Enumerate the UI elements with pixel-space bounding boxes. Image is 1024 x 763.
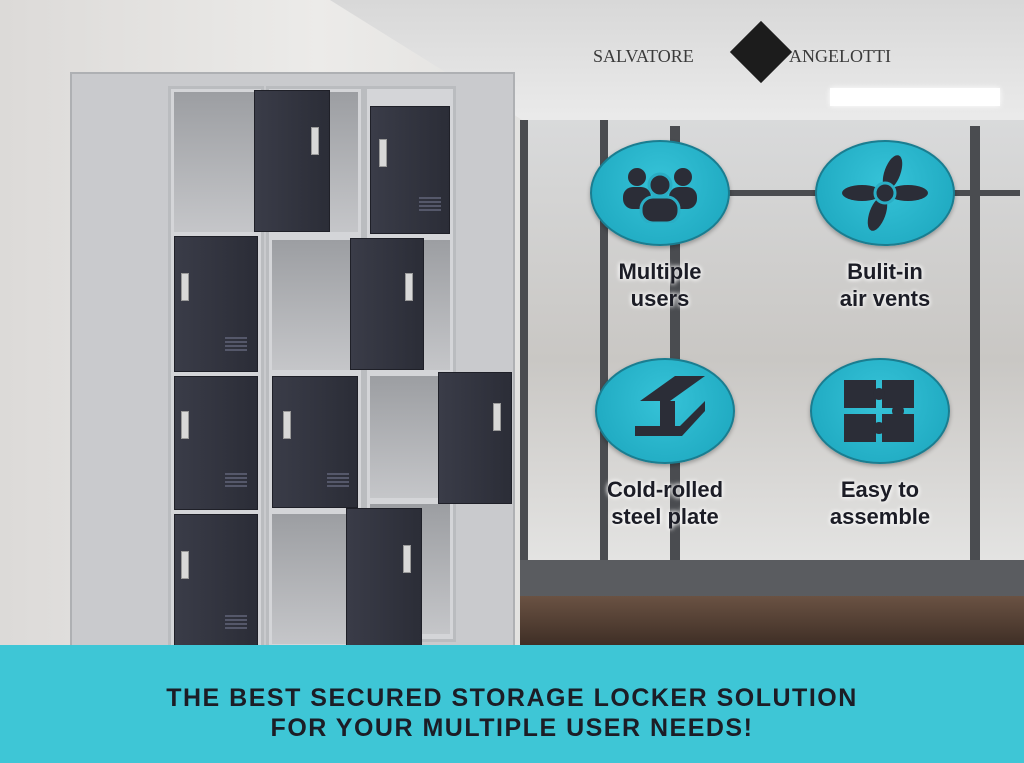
locker-door[interactable]: [174, 376, 258, 510]
tagline-line2: FOR YOUR MULTIPLE USER NEEDS!: [270, 714, 754, 742]
window-mullion: [600, 120, 608, 600]
steel-beam-icon: [595, 358, 735, 464]
tagline-banner: [0, 645, 1024, 763]
window-transom: [600, 190, 1020, 196]
locker-door[interactable]: [272, 376, 358, 508]
brand-left: SALVATORE: [593, 46, 694, 66]
logo-diamond-icon: [729, 20, 793, 84]
brand-right: ANGELOTTI: [789, 46, 891, 66]
feature-label: Multiple: [618, 259, 702, 284]
ceiling-light: [830, 88, 1000, 106]
feature-label: Cold-rolled: [606, 477, 724, 502]
window-sill: [520, 560, 1024, 596]
window-mullion: [970, 126, 980, 600]
compartment-open: [272, 240, 358, 370]
compartment-open: [370, 376, 450, 498]
feature-label: steel plate: [611, 504, 719, 529]
locker-door[interactable]: [174, 514, 258, 658]
puzzle-icon: [810, 358, 950, 464]
floor: [520, 596, 1024, 646]
feature-label: assemble: [829, 504, 931, 529]
locker-door-open[interactable]: [254, 90, 330, 232]
brand-logo: SALVATORE ANGELOTTI: [593, 20, 933, 92]
locker-door-open[interactable]: [350, 238, 424, 370]
fan-icon: [815, 140, 955, 246]
tagline-line1: THE BEST SECURED STORAGE LOCKER SOLUTION: [166, 684, 858, 712]
window-mullion: [520, 120, 528, 600]
locker-door[interactable]: [174, 236, 258, 372]
feature-label: Bulit-in: [847, 259, 923, 284]
locker-door-open[interactable]: [438, 372, 512, 504]
compartment-open: [174, 92, 258, 232]
feature-label: air vents: [839, 286, 931, 311]
feature-label: Easy to: [840, 477, 920, 502]
compartment-open: [272, 514, 358, 644]
users-icon: [590, 140, 730, 246]
locker-door-open[interactable]: [346, 508, 422, 648]
locker-door[interactable]: [370, 106, 450, 234]
feature-label: users: [630, 286, 690, 311]
